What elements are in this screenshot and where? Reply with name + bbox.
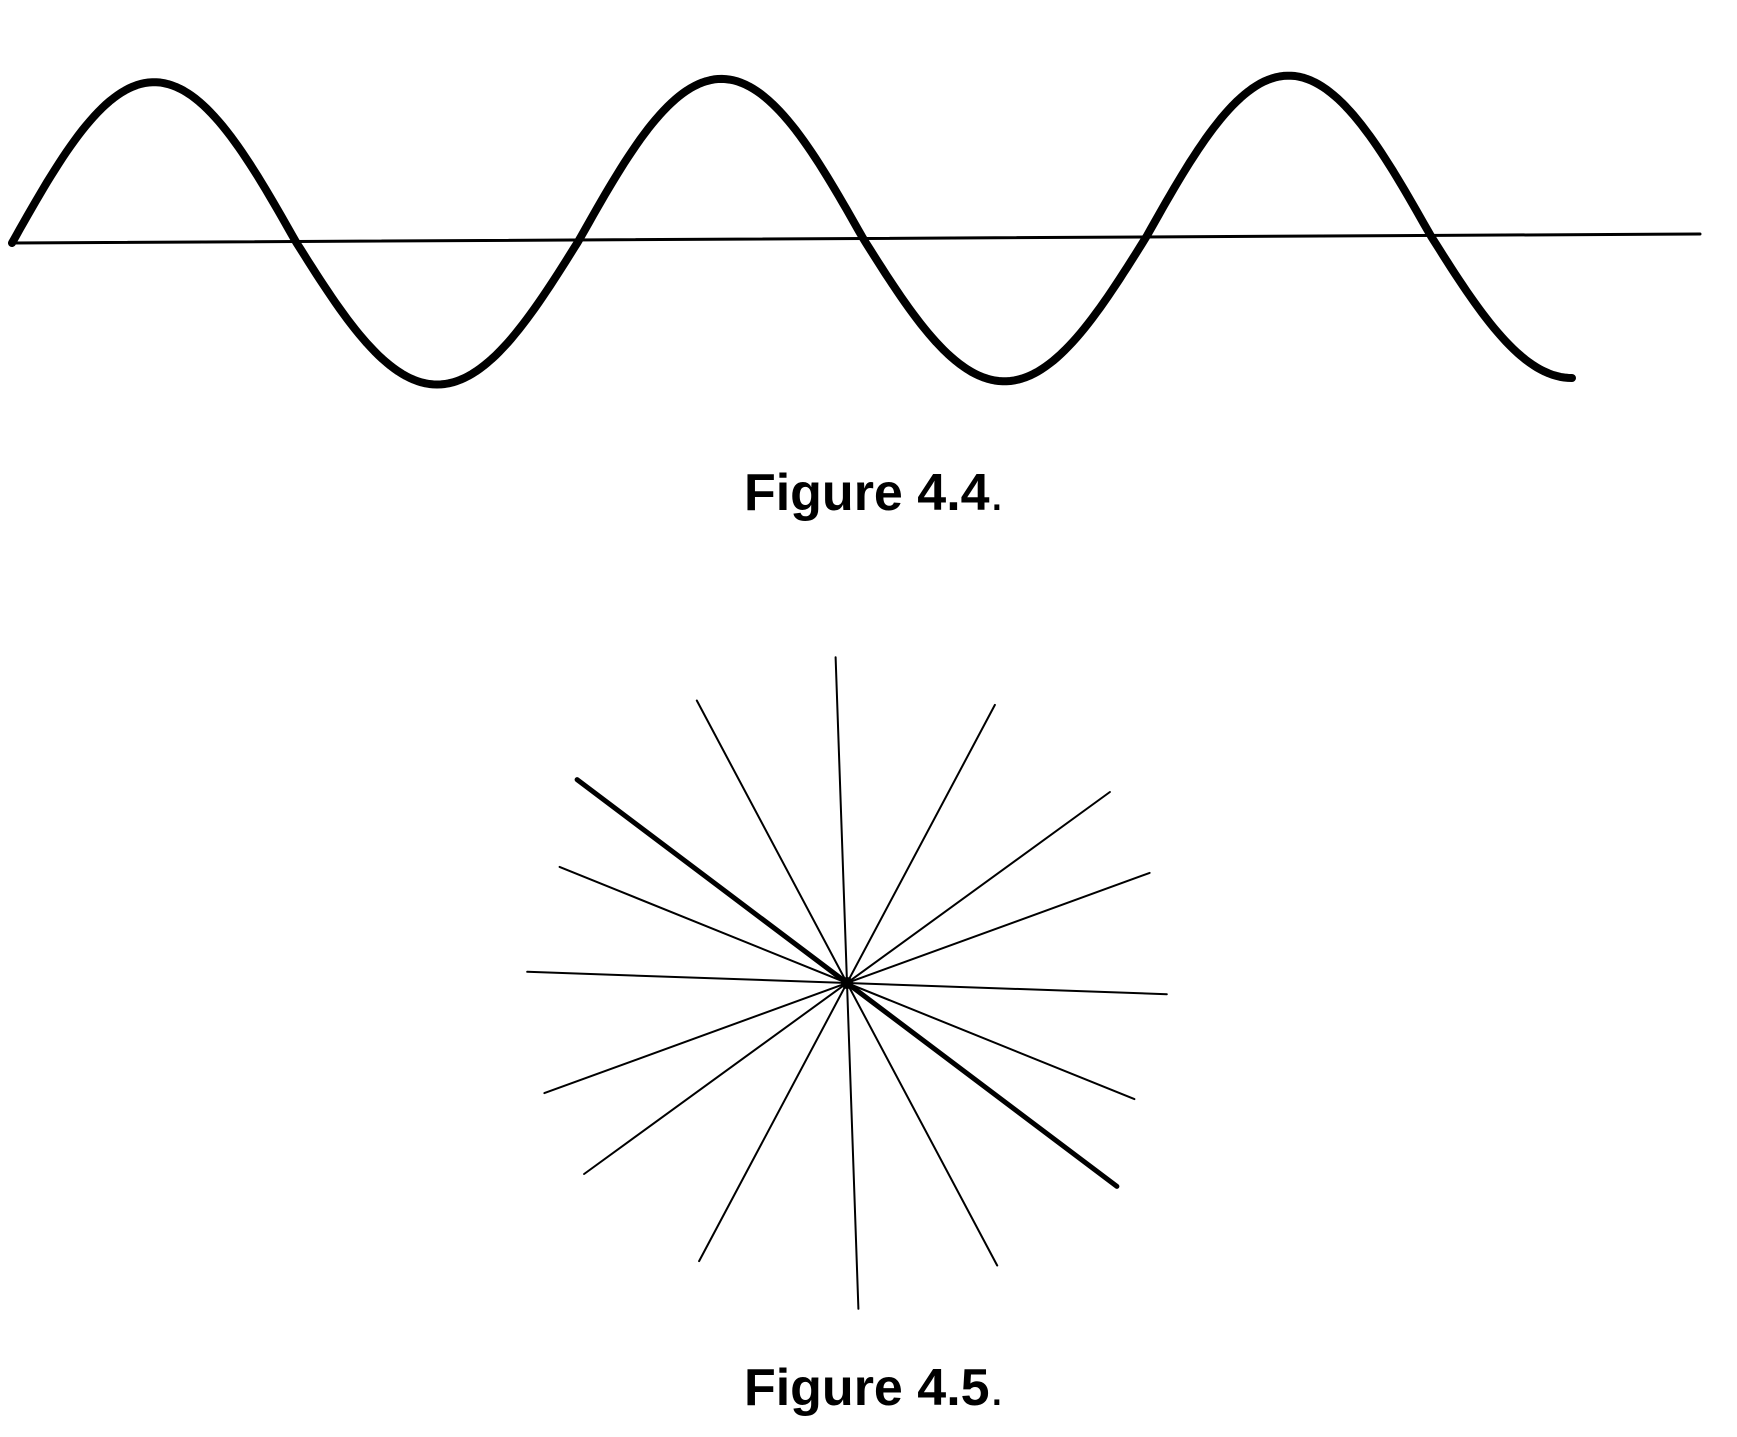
figure-4-4-caption: Figure 4.4. (0, 463, 1737, 523)
starburst-center (841, 977, 853, 989)
figure-4-5-caption: Figure 4.5. (0, 1358, 1737, 1418)
figure-4-4-caption-period: . (989, 464, 1005, 522)
figure-4-4-caption-text: Figure 4.4 (743, 464, 990, 522)
figure-4-5-caption-period: . (989, 1359, 1005, 1417)
sine-wave-curve (8, 71, 1576, 389)
figure-4-4-wave-diagram (8, 71, 1702, 389)
wave-axis-line (10, 232, 1702, 245)
figure-4-5-starburst-diagram (526, 656, 1168, 1310)
figure-4-5-caption-text: Figure 4.5 (743, 1359, 990, 1417)
